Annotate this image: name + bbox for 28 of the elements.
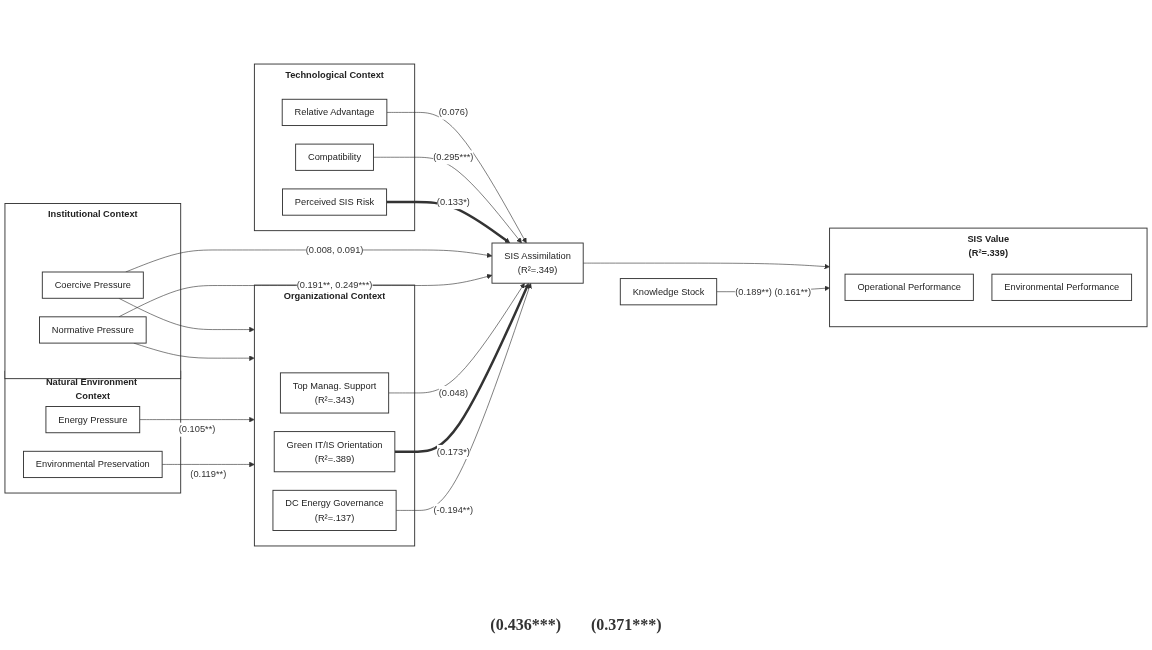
edge-label: (0.105**)	[178, 423, 216, 435]
edge-label: (0.295***)	[433, 151, 474, 163]
node-box: Normative Pressure	[39, 316, 147, 344]
path-coefficient: (0.371***)	[591, 616, 662, 636]
node-box: Knowledge Stock	[619, 278, 718, 306]
node-box: Perceived SIS Risk	[282, 188, 388, 216]
edge-label: (0.048)	[438, 387, 469, 398]
node-box: Top Manag. Support (R²=.343)	[279, 372, 390, 414]
node-box: Relative Advantage	[281, 98, 388, 126]
node-box: SIS Assimilation (R²=.349)	[491, 242, 584, 284]
node-box: Compatibility	[295, 143, 374, 171]
edge-label: (-0.194**)	[433, 504, 474, 516]
edge-label: (0.189**) (0.161**)	[735, 285, 812, 297]
edge-label: (0.119**)	[190, 468, 227, 480]
edge-label: (0.076)	[438, 106, 469, 118]
edge-label: (0.173*)	[436, 445, 470, 457]
edge-label: (0.191**, 0.249***)	[296, 279, 373, 291]
path-coefficient: (0.436***)	[490, 616, 561, 636]
arrow	[394, 282, 530, 453]
node-box: Coercive Pressure	[41, 271, 144, 299]
node-box: Environmental Preservation	[23, 450, 163, 479]
node-box: Environmental Performance	[991, 273, 1133, 301]
edge-label: (0.008, 0.091)	[305, 244, 364, 255]
node-box: Operational Performance	[844, 273, 974, 301]
edge-label: (0.133*)	[436, 196, 470, 207]
node-box: Energy Pressure	[45, 406, 141, 434]
node-box: DC Energy Governance (R²=.137)	[272, 489, 397, 531]
node-box: Green IT/IS Orientation (R²=.389)	[273, 431, 396, 473]
